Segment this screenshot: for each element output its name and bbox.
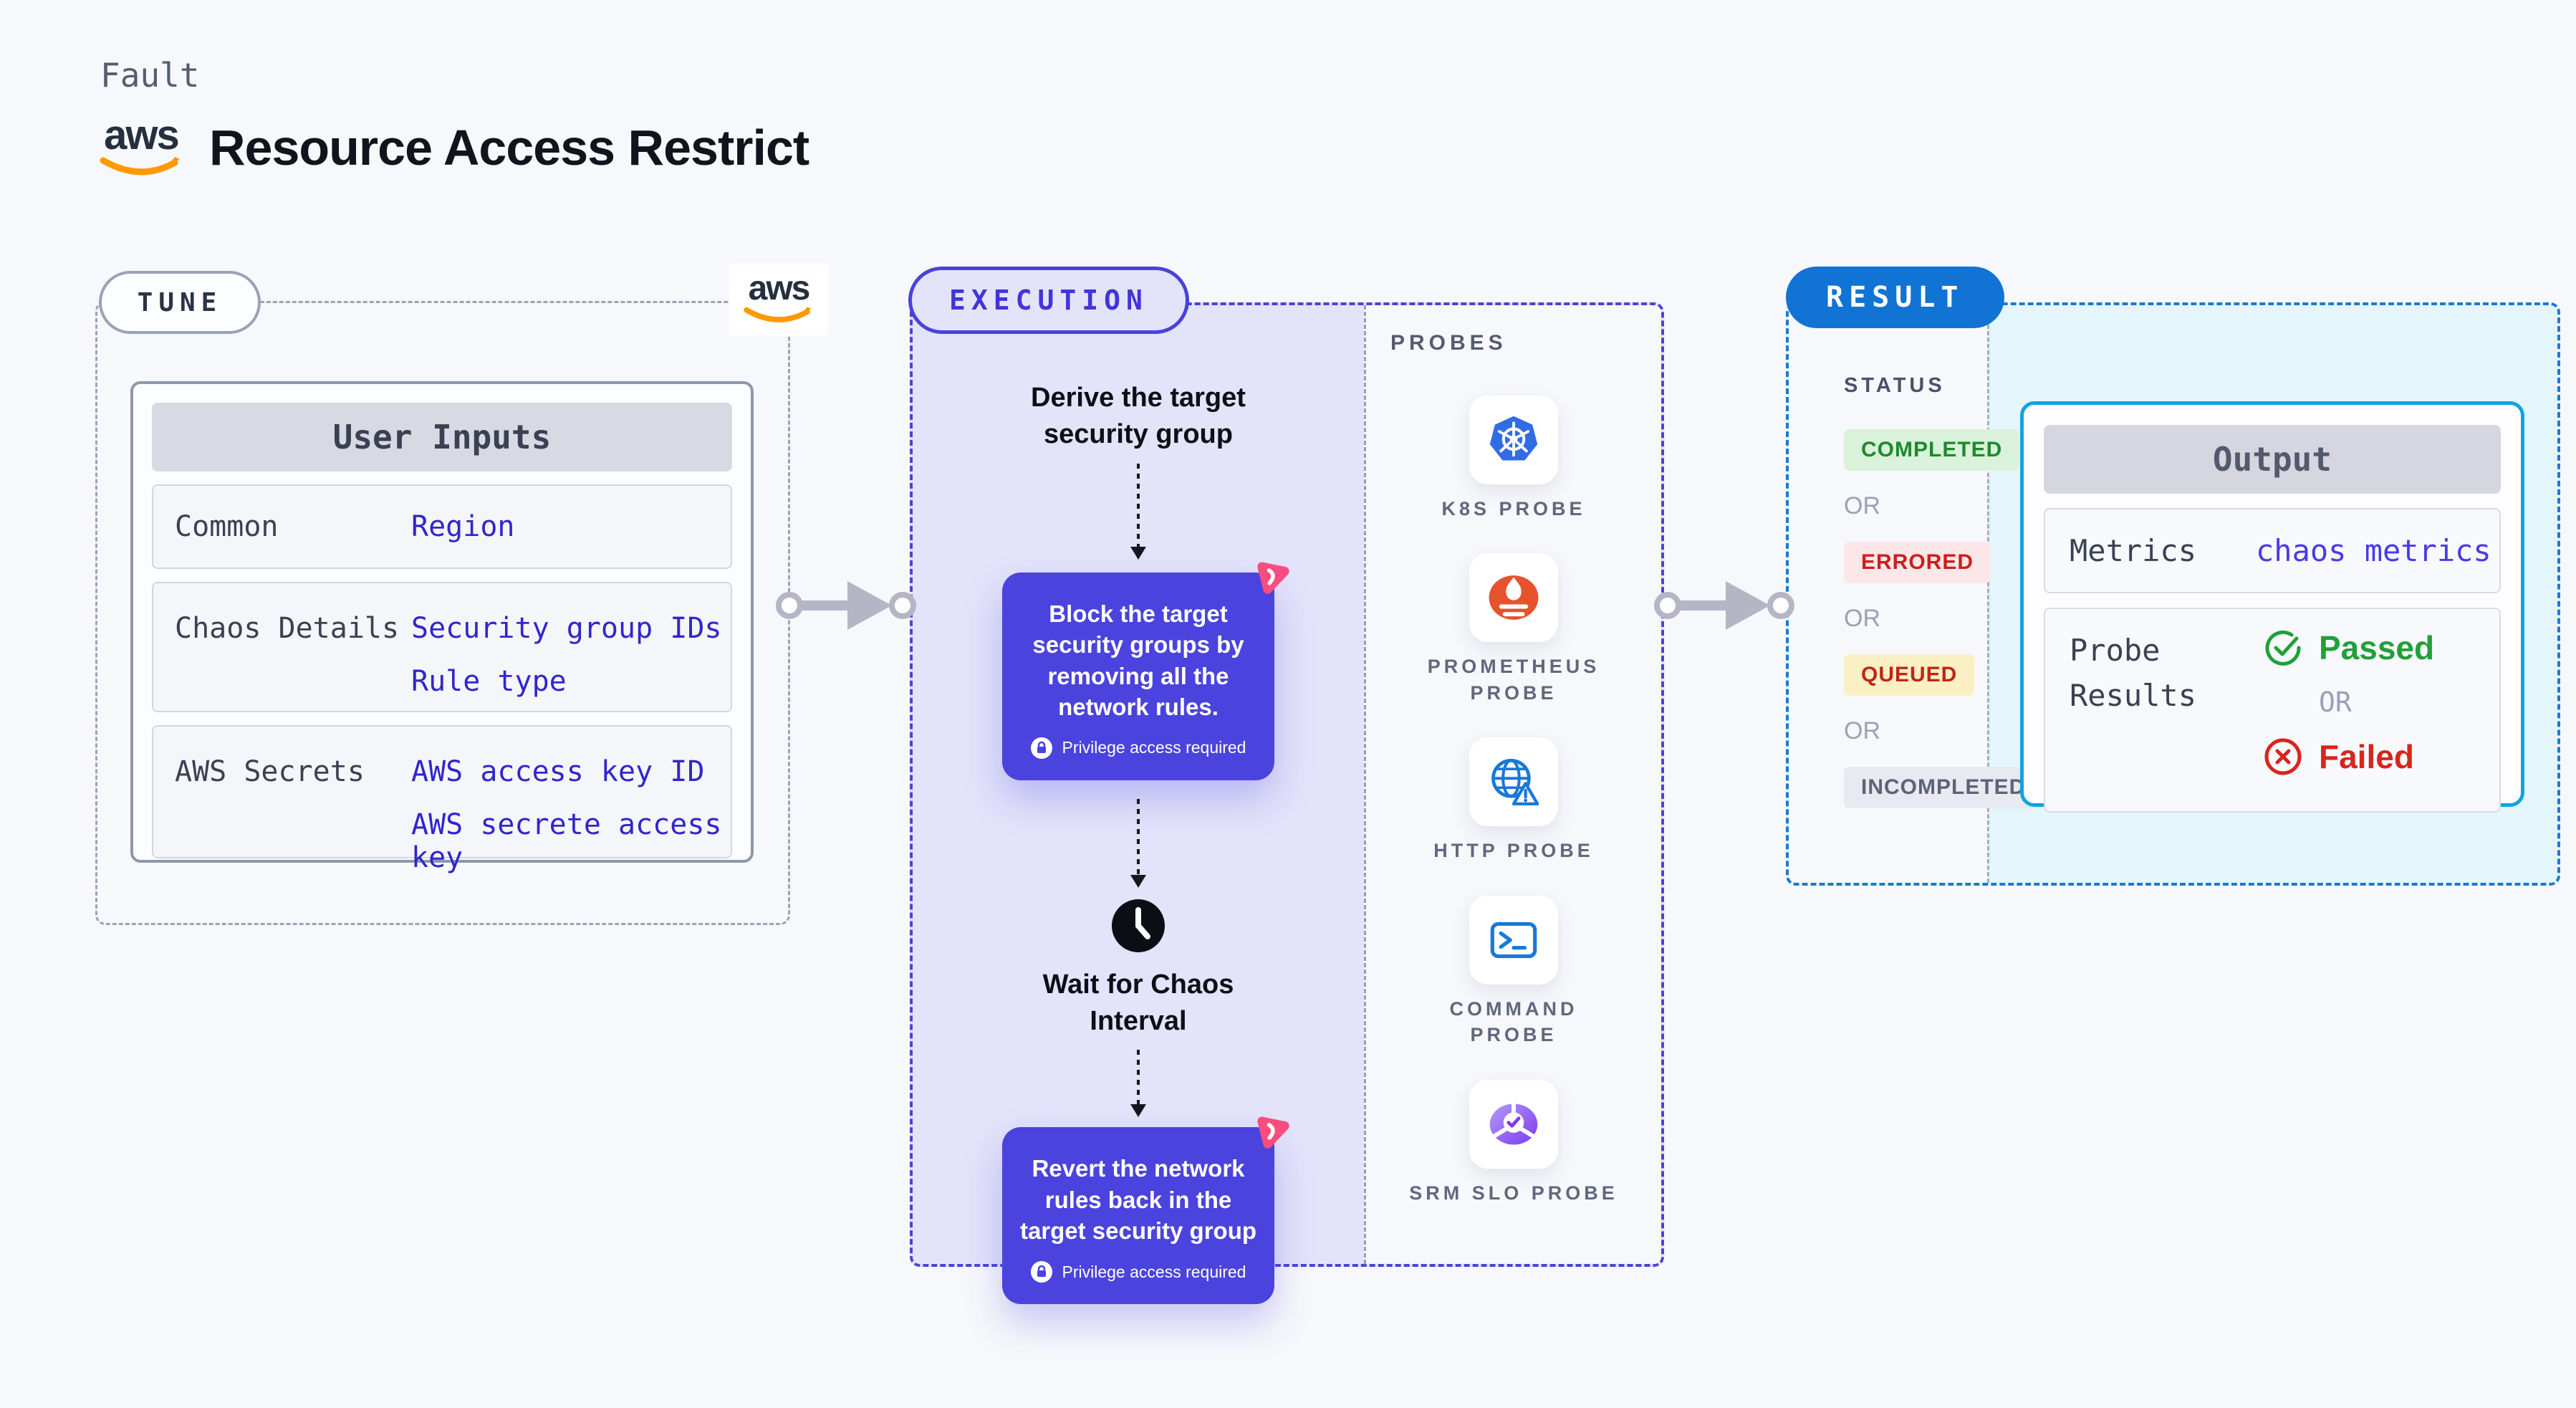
execution-badge: EXECUTION bbox=[908, 267, 1189, 334]
privilege-row: Privilege access required bbox=[1019, 737, 1257, 759]
output-metrics-value: chaos metrics bbox=[2256, 533, 2491, 568]
prometheus-icon bbox=[1489, 575, 1539, 621]
passed-label: Passed bbox=[2319, 629, 2435, 666]
flow-arrow-down bbox=[1137, 463, 1140, 548]
lock-icon bbox=[1030, 1261, 1052, 1283]
probe-item: K8S PROBE bbox=[1441, 396, 1585, 522]
row-label: AWS Secrets bbox=[175, 755, 365, 788]
probe-item: SRM SLO PROBE bbox=[1409, 1079, 1618, 1206]
flow-step-wait: Wait for Chaos Interval bbox=[1042, 969, 1234, 1037]
probe-item: HTTP PROBE bbox=[1433, 737, 1594, 863]
tune-badge: TUNE bbox=[99, 271, 261, 334]
connector-dot bbox=[1767, 592, 1794, 619]
status-or: OR bbox=[1844, 717, 1880, 744]
privilege-label: Privilege access required bbox=[1062, 738, 1246, 757]
output-row-probe-results: Probe Results Passed OR bbox=[2044, 608, 2501, 813]
probe-card bbox=[1469, 1079, 1558, 1169]
row-value: Rule type bbox=[411, 665, 567, 698]
clock-icon bbox=[1112, 899, 1165, 952]
x-circle-icon bbox=[2264, 738, 2302, 775]
chaos-box-revert: Revert the network rules back in the tar… bbox=[1002, 1116, 1289, 1305]
failed-label: Failed bbox=[2319, 738, 2414, 775]
chaos-litmus-icon bbox=[1257, 562, 1289, 594]
status-badge-incompleted: INCOMPLETED bbox=[1844, 767, 2043, 808]
lock-icon bbox=[1030, 737, 1052, 759]
aws-smile-icon bbox=[744, 307, 812, 322]
table-row: Chaos Details Security group IDs Rule ty… bbox=[152, 582, 732, 712]
connector-dot bbox=[776, 592, 803, 619]
execution-section: PROBES K8S PROBE bbox=[910, 302, 1664, 1305]
probe-result-or: OR bbox=[2319, 686, 2352, 718]
result-badge: RESULT bbox=[1786, 267, 2004, 328]
tune-to-execution-arrow bbox=[776, 580, 916, 631]
row-value: Security group IDs bbox=[411, 612, 722, 645]
chaos-box-block: Block the target security groups by remo… bbox=[1002, 562, 1289, 780]
privilege-row: Privilege access required bbox=[1019, 1261, 1257, 1283]
row-value: Region bbox=[411, 510, 515, 543]
output-header: Output bbox=[2044, 425, 2501, 494]
output-box: Output Metrics chaos metrics Probe Resul… bbox=[2020, 401, 2524, 813]
status-badge-queued: QUEUED bbox=[1844, 654, 1975, 696]
page-header: aws Resource Access Restrict bbox=[99, 115, 809, 181]
table-row: Common Region bbox=[152, 484, 732, 569]
status-or: OR bbox=[1844, 605, 1880, 632]
flow-step-derive: Derive the target security group bbox=[1031, 383, 1246, 450]
user-inputs-header: User Inputs bbox=[152, 403, 732, 471]
fault-eyebrow: Fault bbox=[100, 56, 200, 95]
status-label: STATUS bbox=[1844, 374, 1946, 397]
execution-to-result-arrow bbox=[1654, 580, 1794, 631]
probe-name: PROMETHEUS PROBE bbox=[1427, 656, 1600, 704]
flow-arrow-down bbox=[1137, 1050, 1140, 1106]
terminal-icon bbox=[1490, 921, 1537, 958]
status-badge-completed: COMPLETED bbox=[1844, 429, 2020, 471]
probe-name: K8S PROBE bbox=[1441, 498, 1586, 519]
probe-card bbox=[1469, 737, 1558, 827]
status-column: STATUS COMPLETED OR ERRORED OR QUEUED OR… bbox=[1844, 374, 2043, 808]
output-row-metrics: Metrics chaos metrics bbox=[2044, 508, 2501, 593]
probe-name: HTTP PROBE bbox=[1433, 840, 1594, 862]
probe-item: PROMETHEUS PROBE bbox=[1406, 553, 1621, 706]
execution-flow: Derive the target security group Block t… bbox=[913, 305, 1364, 1305]
status-badge-errored: ERRORED bbox=[1844, 542, 1991, 583]
flow-arrow-down bbox=[1137, 798, 1140, 876]
slo-donut-icon bbox=[1489, 1101, 1538, 1145]
connector-dot bbox=[1654, 592, 1681, 619]
row-value: AWS access key ID bbox=[411, 755, 705, 788]
kubernetes-icon bbox=[1489, 416, 1538, 461]
output-probe-label: Probe Results bbox=[2070, 633, 2197, 713]
user-inputs-table: User Inputs Common Region Chaos Details … bbox=[130, 381, 754, 874]
probe-item: COMMAND PROBE bbox=[1406, 895, 1621, 1048]
probe-result-failed: Failed bbox=[2263, 737, 2434, 777]
check-circle-icon bbox=[2265, 630, 2301, 666]
row-label: Common bbox=[175, 510, 279, 543]
aws-logo-text: aws bbox=[748, 269, 811, 307]
http-globe-icon bbox=[1491, 759, 1539, 806]
tune-aws-logo: aws bbox=[729, 264, 828, 335]
probes-label: PROBES bbox=[1390, 331, 1507, 355]
chaos-box-text: Block the target security groups by remo… bbox=[1032, 600, 1244, 721]
aws-smile-icon bbox=[100, 157, 180, 176]
aws-logo: aws bbox=[99, 115, 183, 181]
row-label: Chaos Details bbox=[175, 612, 400, 645]
result-section: STATUS COMPLETED OR ERRORED OR QUEUED OR… bbox=[1786, 302, 2560, 886]
chaos-box-text: Revert the network rules back in the tar… bbox=[1019, 1155, 1257, 1245]
probe-name: COMMAND PROBE bbox=[1449, 997, 1578, 1046]
probes-panel: PROBES K8S PROBE bbox=[1364, 305, 1661, 1264]
probe-results-values: Passed OR Failed bbox=[2263, 628, 2434, 792]
probe-card bbox=[1469, 553, 1558, 643]
probe-result-passed: Passed bbox=[2263, 628, 2434, 668]
output-metrics-label: Metrics bbox=[2070, 533, 2197, 568]
probe-card bbox=[1469, 895, 1558, 985]
privilege-label: Privilege access required bbox=[1062, 1262, 1246, 1281]
probe-name: SRM SLO PROBE bbox=[1409, 1182, 1618, 1204]
aws-logo-text: aws bbox=[104, 112, 180, 158]
connector-dot bbox=[889, 592, 916, 619]
status-or: OR bbox=[1844, 492, 1880, 519]
chaos-litmus-icon bbox=[1257, 1116, 1289, 1149]
table-row: AWS Secrets AWS access key ID AWS secret… bbox=[152, 725, 732, 874]
probe-card bbox=[1469, 396, 1558, 484]
row-value: AWS secrete access key bbox=[411, 808, 722, 874]
page-title: Resource Access Restrict bbox=[209, 120, 809, 176]
